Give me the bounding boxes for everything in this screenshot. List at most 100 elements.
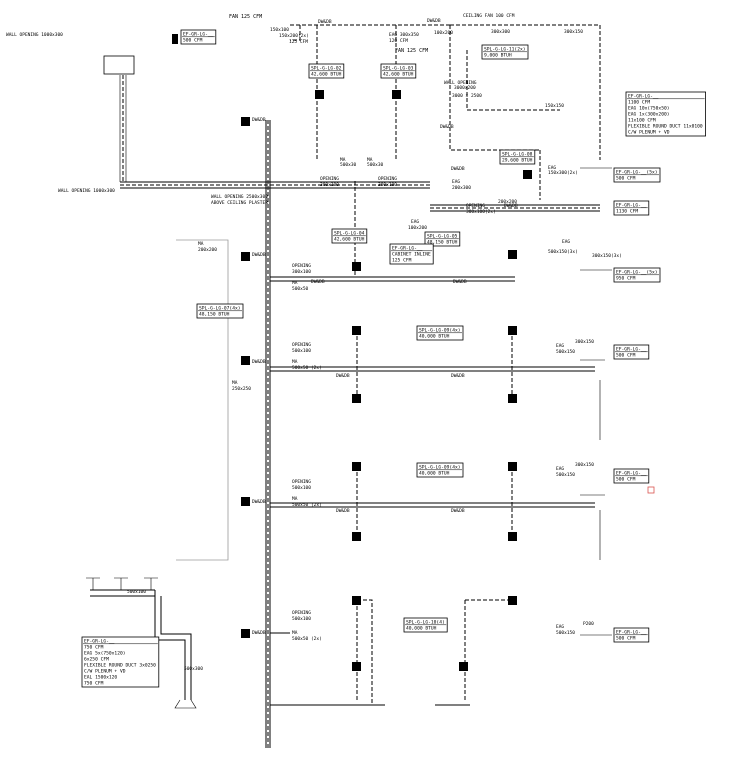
tag-line: 950 CFM: [616, 276, 636, 282]
label-dw-4: DW&DB: [252, 499, 266, 505]
label-opening-r4: OPENING: [292, 610, 311, 616]
label-opening-r1: OPENING: [292, 263, 311, 269]
tag-line: 125 CFM: [392, 258, 412, 264]
unit-row2-d: [508, 394, 517, 403]
label-eag-r2: EAG: [556, 343, 564, 349]
label-dw-1: DW&DB: [252, 117, 266, 123]
label-dw-side: DW&DB: [440, 124, 454, 130]
tag-line: 40,000 BTUH: [419, 334, 450, 340]
unit-row3-a: [352, 462, 361, 471]
tag-line: 48,150 BTUH: [199, 312, 230, 318]
unit-row2-a: [352, 326, 361, 335]
label-dw-h6: DW&DB: [451, 508, 465, 514]
label-opening-r3-size: 500x100: [292, 485, 311, 491]
unit-top-1: [315, 90, 324, 99]
label-eag-r4: EAG: [556, 624, 564, 630]
tag-line: 42,600 BTUH: [383, 72, 414, 78]
label-duct-300x150: 300x150: [564, 29, 583, 35]
tag-line: SPL-G-LG-05: [427, 234, 458, 240]
tag-line: 500 CFM: [616, 176, 636, 182]
tag-line: EF-GR-LG-__: [392, 246, 423, 252]
label-opening-r2-size: 500x100: [292, 348, 311, 354]
label-dw-h2: DW&DB: [453, 279, 467, 285]
tag-line: SPL-G-LG-02: [311, 66, 342, 72]
unit-row2-c: [352, 394, 361, 403]
unit-row2-b: [508, 326, 517, 335]
label-dw-h1: DW&DB: [311, 279, 325, 285]
label-eag-500: EAG: [562, 239, 570, 245]
tag-line: 29,600 BTUH: [502, 158, 533, 164]
unit-row3-d: [508, 532, 517, 541]
label-duct-300x300: 300x300: [491, 29, 510, 35]
room-outline: [176, 239, 229, 561]
label-ma-r4: MA: [292, 630, 298, 636]
unit-r3: [241, 356, 250, 365]
label-duct-500x300: 500x300: [184, 666, 203, 672]
label-wall-opening-size: 3000x200: [454, 85, 476, 91]
unit-row4-d: [459, 662, 468, 671]
tag-line: EF-GR-LG-__: [616, 347, 647, 353]
unit-mid-1: [352, 262, 361, 271]
label-eag-r3: EAG: [556, 466, 564, 472]
tag-line: 500 CFM: [183, 38, 203, 44]
tag-line: SPL-G-LG-08: [502, 152, 533, 158]
label-duct-p200: P200: [583, 621, 594, 627]
label-eag-side2: 150x300(2x): [548, 170, 578, 176]
tag-tag-ef-5x: EF-GR-LG-__(5x)500 CFM: [613, 167, 661, 183]
label-dw-h7: DW&DB: [504, 203, 518, 209]
tag-line: 750 CFM: [84, 645, 104, 651]
tag-line: EAL 1500x120: [84, 675, 117, 681]
tag-line: 1100 CFM: [628, 100, 650, 106]
tag-tag-ef-r3: EF-GR-LG-__500 CFM: [613, 468, 650, 484]
unit-right-1: [523, 170, 532, 179]
label-dw-5: DW&DB: [252, 630, 266, 636]
label-opening-right: OPENING: [378, 176, 397, 182]
tag-line: 40,000 BTUH: [419, 471, 450, 477]
tag-line: EAG 10x(750x50): [628, 106, 670, 112]
tag-line: SPL-G-LG-09(4x): [419, 465, 461, 471]
tag-line: 1130 CFM: [616, 209, 638, 215]
main-riser: [265, 120, 271, 748]
unit-row4-c: [352, 662, 361, 671]
label-fan-125-top: FAN 125 CFM: [229, 14, 262, 20]
label-duct-300x150-r2: 300x150: [575, 339, 594, 345]
label-dw-2: DW&DB: [252, 252, 266, 258]
tag-line: FLEXIBLE ROUND DUCT 3x0250: [84, 663, 156, 669]
tag-box: [389, 243, 434, 265]
unit-row3-c: [352, 532, 361, 541]
tag-tag-ef-r2: EF-GR-LG-__500 CFM: [613, 344, 650, 360]
tag-line: 500 CFM: [616, 636, 636, 642]
label-opening-right-size: 300x100: [378, 182, 397, 188]
tag-line: EF-GR-LG-__: [616, 203, 647, 209]
tag-box: [625, 91, 706, 137]
main-horizontal-duct: [120, 181, 600, 212]
unit-r5: [241, 629, 250, 638]
label-opening-left: OPENING: [320, 176, 339, 182]
tag-tag-ef-r4: EF-GR-LG-__500 CFM: [613, 627, 650, 643]
unit-r2: [241, 252, 250, 261]
tag-line: FLEXIBLE ROUND DUCT 11x0100: [628, 124, 703, 130]
tag-line: EF-GR-LG-__(5x): [616, 170, 658, 176]
tag-line: SPL-G-LG-11(2x): [484, 47, 526, 53]
label-ma-500x30-size: 500x30: [340, 162, 357, 168]
tag-line: EF-GR-LG-__: [616, 630, 647, 636]
label-eag-r4-size: 500x150: [556, 630, 575, 636]
tag-line: 11x100 CFM: [628, 118, 656, 124]
tag-line: EF-GR-LG-__(5x): [616, 270, 658, 276]
label-ma-500x30-b-size: 500x30: [367, 162, 384, 168]
tag-line: SPL-G-LG-09(4x): [419, 328, 461, 334]
label-eag-500-size: 500x150(3x): [548, 249, 578, 255]
label-duct-150x150: 150x150: [545, 103, 564, 109]
label-ma-r3-size: 500x50 (2x): [292, 502, 322, 508]
label-wall-opening-right: WALL OPENING: [444, 80, 477, 86]
label-opening-300: OPENING: [466, 203, 485, 209]
